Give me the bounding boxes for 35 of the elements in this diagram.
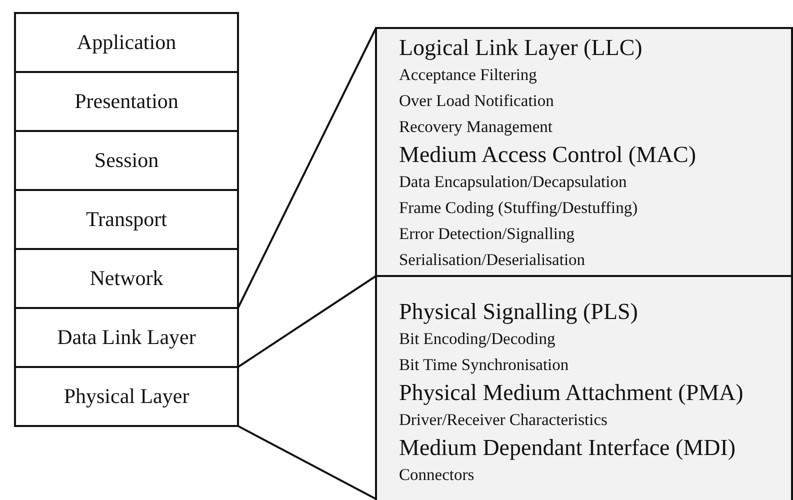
projection-line [238, 425, 376, 500]
layer-box [14, 366, 239, 427]
sublayer-heading: Physical Signalling (PLS) [399, 298, 638, 326]
sublayer-panel [375, 275, 793, 500]
function-item: Error Detection/Signalling [399, 223, 574, 245]
sublayer-heading: Medium Access Control (MAC) [399, 141, 696, 169]
projection-line [237, 275, 377, 368]
function-item: Serialisation/Deserialisation [399, 249, 586, 271]
layer-box [14, 12, 239, 73]
layer-box [14, 189, 239, 250]
sublayer-heading: Logical Link Layer (LLC) [399, 34, 642, 62]
sublayer-heading: Medium Dependant Interface (MDI) [399, 434, 736, 462]
layer-name: Transport [86, 207, 167, 232]
layer-name: Presentation [74, 89, 178, 114]
layer-name: Session [94, 148, 159, 173]
layer-name: Data Link Layer [57, 325, 196, 350]
layer-box [14, 130, 239, 191]
layer-name: Physical Layer [64, 384, 190, 409]
layer-name: Application [76, 30, 176, 55]
function-item: Recovery Management [399, 116, 552, 138]
function-item: Connectors [399, 464, 474, 486]
layer-name: Network [90, 266, 164, 291]
sublayer-panel [375, 27, 793, 277]
layer-box [14, 71, 239, 132]
function-item: Acceptance Filtering [399, 64, 537, 86]
function-item: Bit Encoding/Decoding [399, 328, 556, 350]
function-item: Driver/Receiver Characteristics [399, 409, 608, 431]
layer-box [14, 248, 239, 309]
projection-line [237, 28, 377, 308]
function-item: Over Load Notification [399, 90, 554, 112]
function-item: Frame Coding (Stuffing/Destuffing) [399, 197, 638, 219]
function-item: Data Encapsulation/Decapsulation [399, 171, 627, 193]
function-item: Bit Time Synchronisation [399, 354, 569, 376]
layer-box [14, 307, 239, 368]
sublayer-heading: Physical Medium Attachment (PMA) [399, 379, 744, 407]
